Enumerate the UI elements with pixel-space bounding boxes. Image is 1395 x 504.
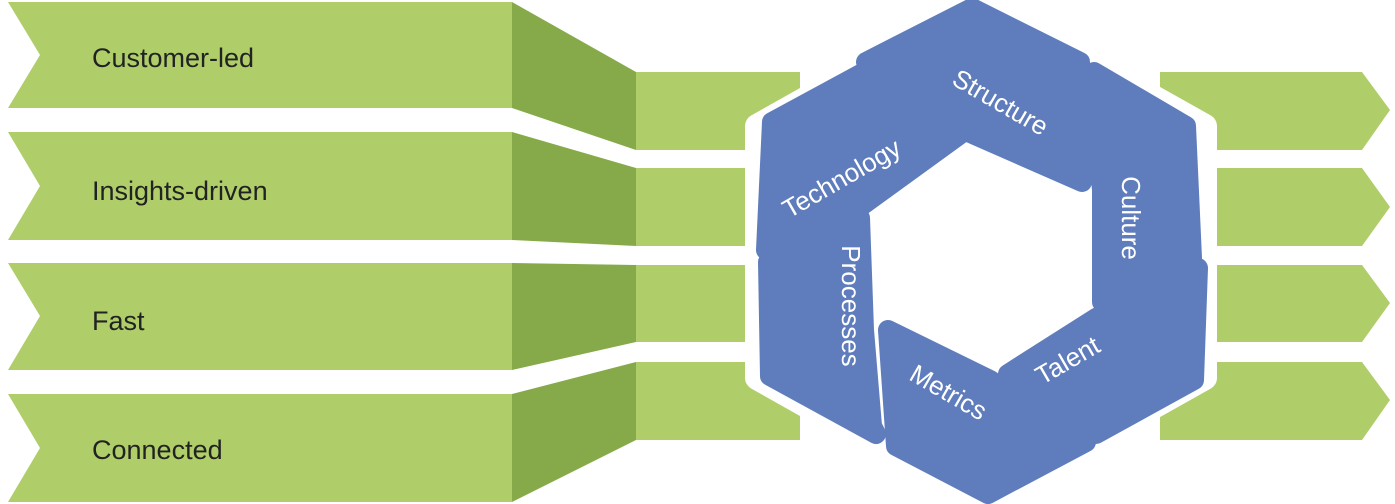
arrow-left-chevron-2 [8,132,512,240]
hexagon-segment-culture [1082,62,1202,312]
arrow-left-chevron-4 [8,394,512,502]
hexagon-segment-processes [758,208,886,444]
row-arrow-customer-led: Customer-led [8,2,1390,150]
arrow-fold-3 [512,263,636,370]
hexagon-cycle: Structure Culture Talent Metrics Process… [745,0,1217,504]
row-label-fast: Fast [92,306,145,336]
arrow-left-chevron-1 [8,2,512,108]
row-label-customer-led: Customer-led [92,43,254,73]
row-label-connected: Connected [92,435,223,465]
arrow-left-chevron-3 [8,263,512,370]
arrow-right-stub-2 [1160,168,1390,246]
segment-label-culture: Culture [1116,176,1146,260]
arrow-right-stub-1 [1160,72,1390,150]
row-arrow-fast: Fast [8,263,1390,370]
arrow-fold-4 [512,362,636,502]
arrow-right-stub-4 [1160,362,1390,440]
arrow-fold-1 [512,2,636,150]
segment-label-processes: Processes [836,245,866,366]
hexagon-segment-talent [998,258,1208,444]
hexagon-segment-metrics [878,320,1096,504]
row-label-insights-driven: Insights-driven [92,176,268,206]
hexagon-segment-technology [756,60,976,260]
arrow-fold-2 [512,132,636,246]
row-arrow-connected: Connected [8,362,1390,502]
arrow-right-stub-3 [1160,265,1390,342]
